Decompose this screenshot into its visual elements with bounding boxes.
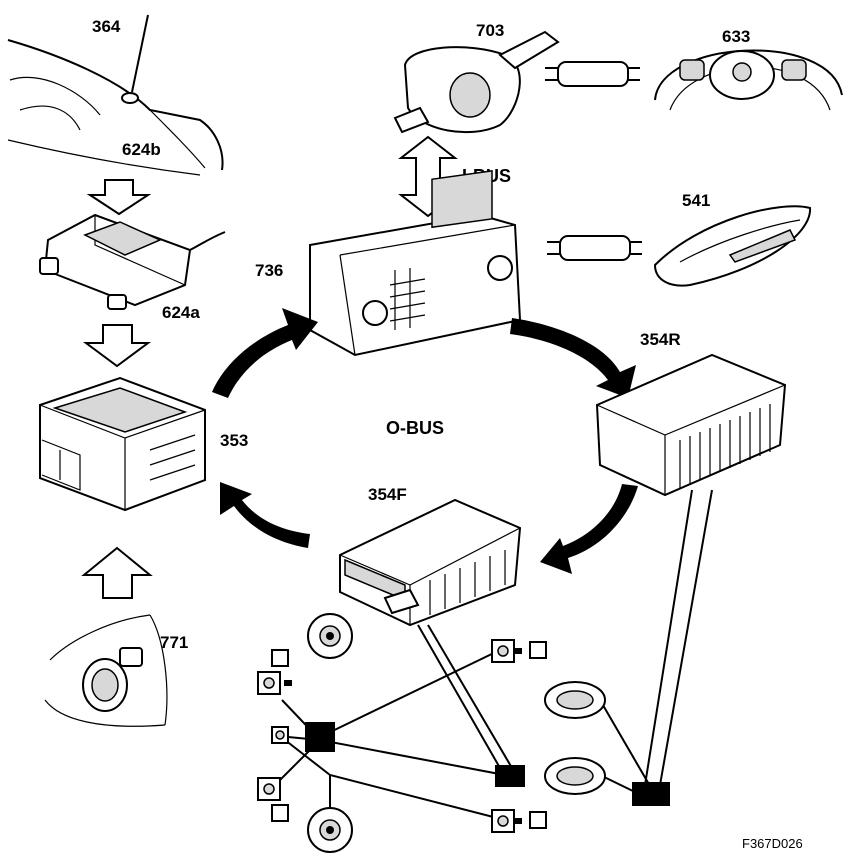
control-panel-541 [653,205,812,287]
arrow-up-771 [81,546,153,599]
tweeter-right-lower [491,809,547,833]
arrow-down-2 [82,324,152,368]
tweeter-left-middle [271,726,289,744]
ring-arrow-736-to-354R [510,318,636,398]
steering-wheel-633 [654,49,843,111]
label-541: 541 [682,191,710,210]
speaker-front-upper [307,613,353,659]
rear-speaker-harness [599,699,670,806]
connector-link-upper [545,61,640,87]
speaker-front-lower [307,807,353,853]
ring-arrow-354R-to-354F [540,484,638,574]
tweeter-right-upper [491,639,547,663]
tweeter-left-lower [257,777,289,822]
antenna-amplifier-624a [39,213,226,310]
antenna-rod [131,14,149,93]
connector-link-lower [547,235,642,261]
steering-switch-703 [393,30,560,134]
speaker-rear-lower [544,757,606,795]
obus-label: O-BUS [386,418,444,438]
label-364: 364 [92,17,121,36]
ring-arrow-353-to-736 [212,308,318,398]
label-624b: 624b [122,140,161,159]
figure-code: F367D026 [742,836,803,851]
label-354R: 354R [640,330,681,349]
roof-antenna-illustration [7,14,224,176]
label-703: 703 [476,21,504,40]
label-736: 736 [255,261,283,280]
obus-ring-arrows [212,308,638,574]
label-624a: 624a [162,303,200,322]
label-353: 353 [220,431,248,450]
tweeter-left-upper [257,649,292,695]
junction-box-right [632,782,670,806]
antenna-base [121,92,139,104]
cd-changer-353 [39,376,206,512]
arrow-down-1 [86,179,152,216]
amplifier-354R [595,353,787,497]
aux-socket-771 [44,614,168,727]
front-speaker-harness [269,649,525,821]
amplifier-354F [339,498,522,627]
label-771: 771 [160,633,188,652]
label-633: 633 [722,27,750,46]
ring-arrow-354F-to-353 [220,482,310,548]
speaker-rear-upper [544,681,606,719]
amp-cables [417,489,713,786]
label-354F: 354F [368,485,407,504]
